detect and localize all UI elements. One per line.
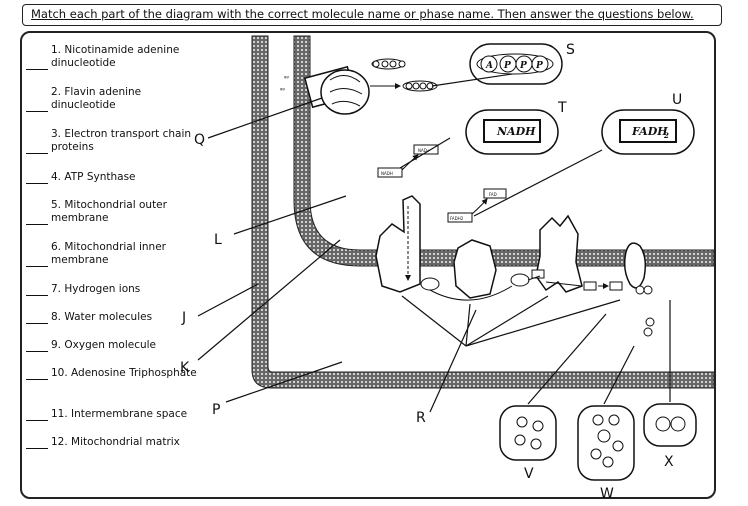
legend-item: 7. Hydrogen ions [26,283,216,296]
leader-lines [197,73,671,413]
answer-blank[interactable] [26,256,48,267]
answer-blank[interactable] [26,438,48,449]
answer-blank[interactable] [26,59,48,70]
answer-blank[interactable] [26,410,48,421]
nadh-box: NADH [465,109,559,155]
inner-membrane [293,35,715,267]
svg-text:NADH: NADH [496,125,536,138]
legend-item: 1. Nicotinamide adenine dinucleotide [26,44,216,70]
atp-synthase [303,65,370,115]
label-l: L [214,232,222,248]
answer-blank[interactable] [26,143,48,154]
svg-text:FADH: FADH [631,125,668,138]
diagram-letter-labels: Q L J K P R S T U V W X [180,42,682,502]
svg-text:ᵍᵍ: ᵍᵍ [284,75,289,82]
svg-text:2: 2 [663,131,669,140]
fadh2-box: FADH 2 [601,109,695,155]
oxygen-molecule-box [643,403,697,447]
mixed-molecules-box [577,405,635,481]
legend-item: 12. Mitochondrial matrix [26,436,216,449]
label-u: U [672,92,682,108]
svg-text:A: A [485,61,493,71]
atp-box: A P P P [469,43,563,85]
svg-text:FADH2: FADH2 [450,216,464,221]
legend-item: 11. Intermembrane space [26,408,216,421]
label-q: Q [194,132,205,148]
label-p: P [212,402,220,418]
water-molecules-box [499,405,557,461]
etc-protein-3 [535,214,583,293]
svg-text:ᵍᵍ: ᵍᵍ [280,87,285,94]
answer-blank[interactable] [26,101,48,112]
svg-text:NADH: NADH [381,171,393,176]
electron-carriers [420,269,623,301]
hydrogen-ions-top: ᵍᵍ ᵍᵍ [280,75,289,94]
etc-protein-4 [623,242,647,289]
diagram-frame [20,31,716,499]
svg-text:P: P [519,61,527,71]
label-t: T [557,100,567,116]
label-w: W [600,486,614,502]
answer-blank[interactable] [26,313,48,324]
adp-molecule [371,58,406,70]
legend-item: 4. ATP Synthase [26,171,216,184]
legend-item: 5. Mitochondrial outer membrane [26,199,216,225]
label-j: J [181,310,186,326]
label-k: K [180,360,190,376]
label-s: S [566,42,575,58]
outer-membrane [251,35,715,389]
svg-text:FAD: FAD [489,192,497,197]
answer-blank[interactable] [26,341,48,352]
answer-blank[interactable] [26,369,48,380]
label-x: X [664,454,674,470]
etc-protein-2 [453,239,497,299]
answer-blank[interactable] [26,285,48,296]
worksheet-title: Match each part of the diagram with the … [22,4,722,26]
answer-blank[interactable] [26,173,48,184]
legend-item: 10. Adenosine Triphosphate [26,367,216,380]
legend-item: 9. Oxygen molecule [26,339,216,352]
label-r: R [416,410,426,426]
nadh-small: NADH NAD+ [377,144,439,178]
legend-item: 6. Mitochondrial inner membrane [26,241,216,267]
svg-text:NAD+: NAD+ [418,148,430,153]
oxygen-water-cluster [635,285,655,337]
svg-text:P: P [503,61,511,71]
fadh2-small: FADH2 FAD [447,188,507,223]
etc-protein-1 [375,195,421,293]
atp-small-molecule [402,80,438,92]
legend-item: 3. Electron transport chain proteins [26,128,216,154]
label-v: V [524,466,534,482]
legend-item: 8. Water molecules [26,311,216,324]
legend-item: 2. Flavin adenine dinucleotide [26,86,216,112]
svg-text:P: P [535,61,543,71]
answer-blank[interactable] [26,214,48,225]
